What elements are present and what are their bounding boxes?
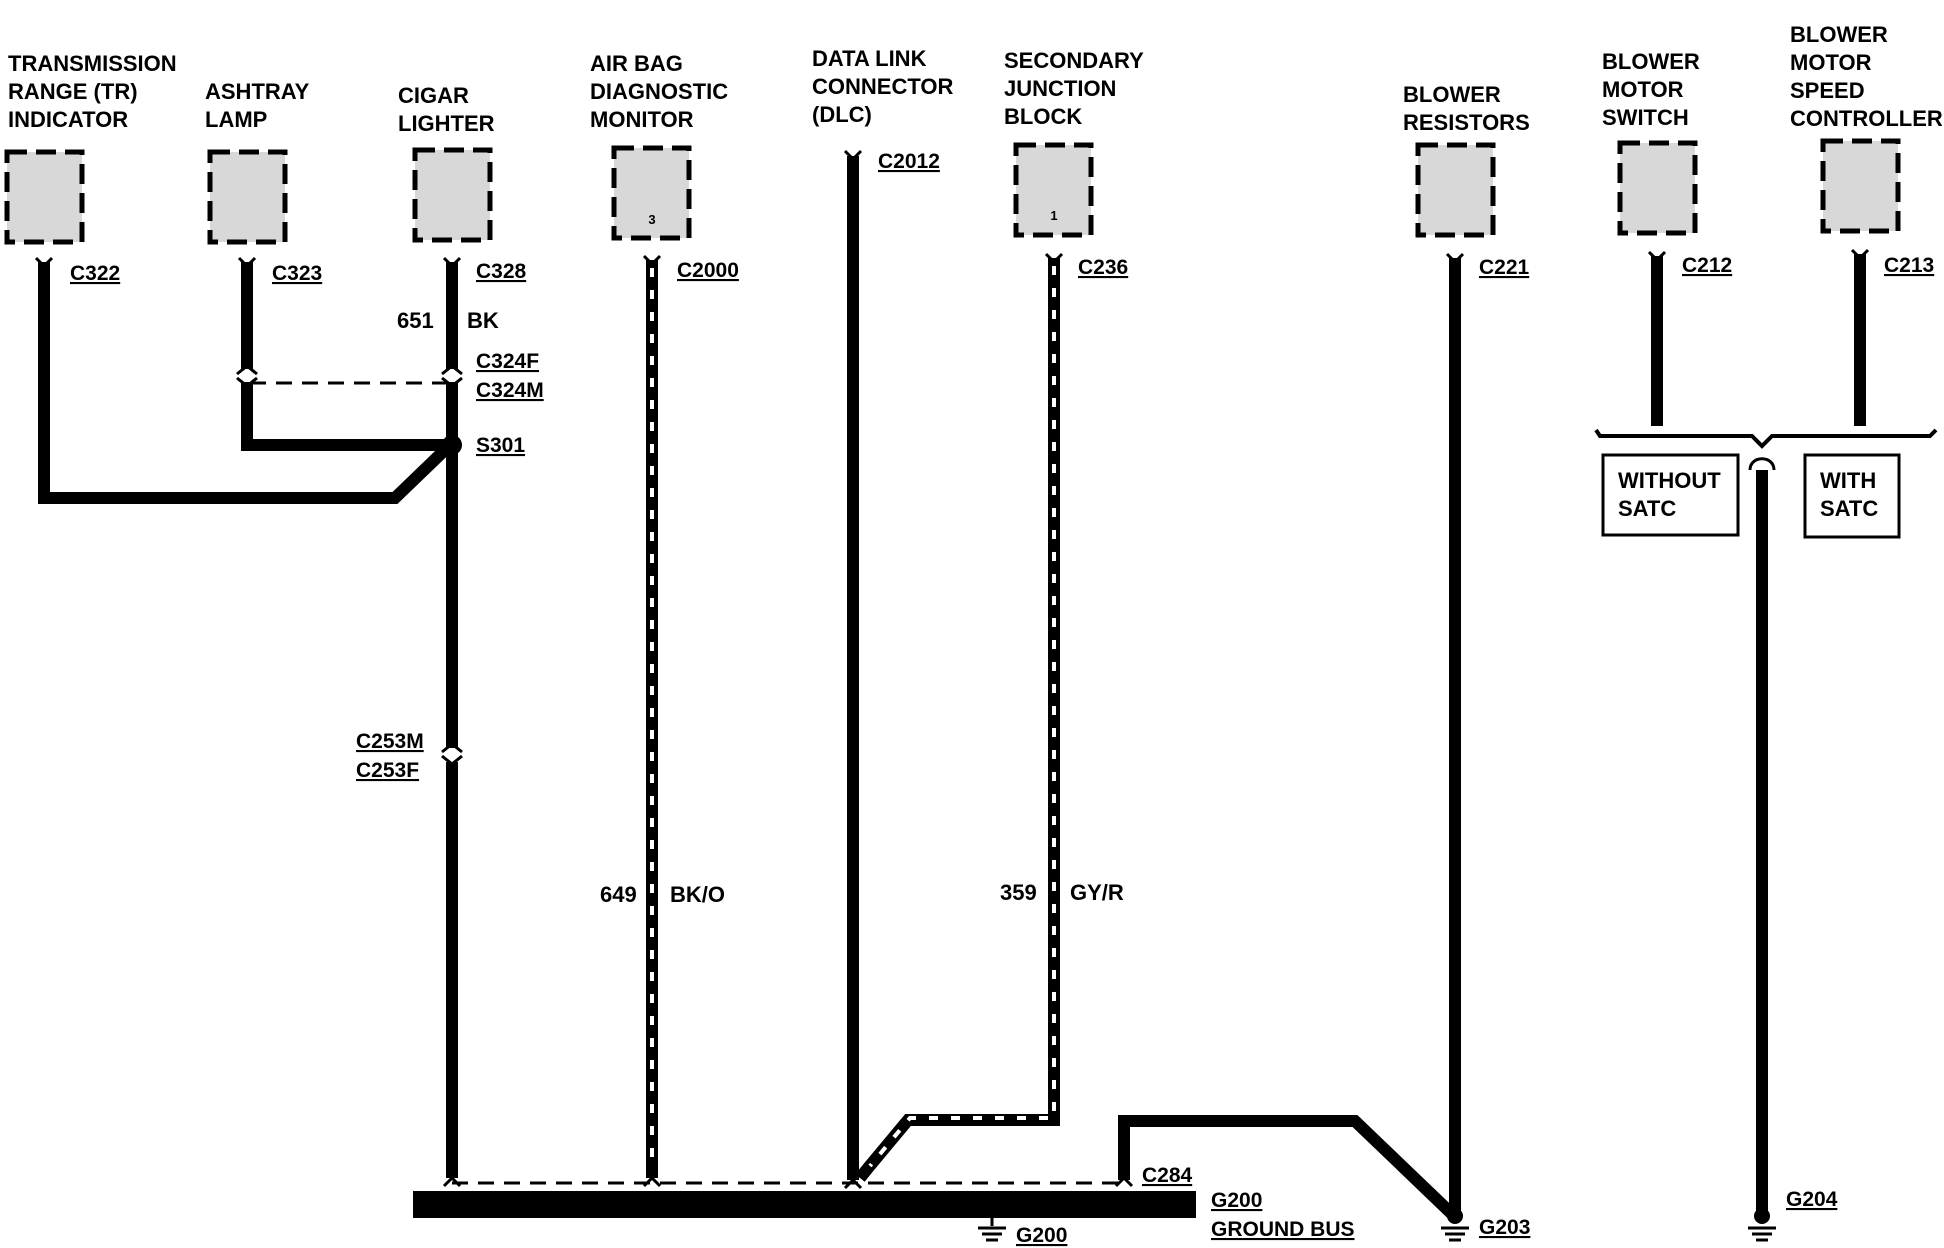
without-satc-line1: WITHOUT bbox=[1618, 468, 1721, 493]
wire-ashtray-lower bbox=[241, 382, 450, 451]
svg-text:CIGAR: CIGAR bbox=[398, 83, 469, 108]
with-satc-line1: WITH bbox=[1820, 468, 1876, 493]
satc-bracket bbox=[1594, 428, 1938, 449]
wire-junction-stripe bbox=[868, 266, 1056, 1168]
c253-connector-mark bbox=[441, 742, 463, 766]
connector-c221: C221 bbox=[1479, 256, 1530, 279]
ground-bus-bar bbox=[413, 1191, 1196, 1218]
svg-text:INDICATOR: INDICATOR bbox=[8, 107, 128, 132]
svg-text:ASHTRAY: ASHTRAY bbox=[205, 79, 310, 104]
g204-jumper bbox=[1748, 457, 1776, 471]
blower-motor-switch-label: BLOWER MOTOR SWITCH bbox=[1602, 49, 1700, 130]
s301-splice bbox=[442, 435, 462, 455]
svg-text:MOTOR: MOTOR bbox=[1602, 77, 1684, 102]
wire-c284 bbox=[1118, 1115, 1458, 1220]
svg-text:(DLC): (DLC) bbox=[812, 102, 872, 127]
connector-c253m: C253M bbox=[356, 730, 424, 753]
air-bag-pin-number: 3 bbox=[648, 212, 655, 227]
blower-motor-switch-component bbox=[1617, 140, 1698, 236]
tr-indicator-label: TRANSMISSION RANGE (TR) INDICATOR bbox=[8, 51, 177, 132]
svg-text:AIR BAG: AIR BAG bbox=[590, 51, 683, 76]
air-bag-monitor-label: AIR BAG DIAGNOSTIC MONITOR bbox=[590, 51, 728, 132]
connector-c253f: C253F bbox=[356, 759, 419, 782]
svg-text:RANGE (TR): RANGE (TR) bbox=[8, 79, 138, 104]
bus-connection-forks bbox=[442, 1175, 1134, 1190]
connector-fork-marks bbox=[34, 149, 1870, 269]
svg-text:BLOCK: BLOCK bbox=[1004, 104, 1082, 129]
cigar-lighter-label: CIGAR LIGHTER bbox=[398, 83, 495, 136]
svg-text:SECONDARY: SECONDARY bbox=[1004, 48, 1144, 73]
secondary-junction-block-component bbox=[1013, 142, 1094, 238]
svg-text:MONITOR: MONITOR bbox=[590, 107, 694, 132]
connector-c324m: C324M bbox=[476, 379, 544, 402]
ashtray-lamp-label: ASHTRAY LAMP bbox=[205, 79, 310, 132]
svg-text:DATA LINK: DATA LINK bbox=[812, 46, 927, 71]
ground-bus-label-line1: G200 bbox=[1211, 1189, 1262, 1212]
blower-motor-speed-controller-component bbox=[1820, 138, 1901, 234]
with-satc-line2: SATC bbox=[1820, 496, 1878, 521]
ground-bus-label-line2: GROUND BUS bbox=[1211, 1218, 1355, 1241]
wire-cigar-color: BK bbox=[467, 308, 499, 333]
svg-text:SWITCH: SWITCH bbox=[1602, 105, 1689, 130]
connector-c324f: C324F bbox=[476, 350, 539, 373]
svg-text:BLOWER: BLOWER bbox=[1403, 82, 1501, 107]
svg-text:LIGHTER: LIGHTER bbox=[398, 111, 495, 136]
tr-indicator-component bbox=[4, 149, 85, 245]
svg-text:BLOWER: BLOWER bbox=[1790, 22, 1888, 47]
connector-c236: C236 bbox=[1078, 256, 1128, 279]
svg-text:RESISTORS: RESISTORS bbox=[1403, 110, 1530, 135]
junction-pin-number: 1 bbox=[1050, 208, 1057, 223]
connector-c2000: C2000 bbox=[677, 259, 739, 282]
wire-tr-indicator bbox=[38, 262, 455, 504]
wire-air-bag-color: BK/O bbox=[670, 882, 725, 907]
ground-g203-label: G203 bbox=[1479, 1216, 1530, 1239]
connector-c213: C213 bbox=[1884, 254, 1934, 277]
without-satc-box bbox=[1601, 453, 1740, 537]
connector-c328: C328 bbox=[476, 260, 527, 283]
secondary-junction-block-label: SECONDARY JUNCTION BLOCK bbox=[1004, 48, 1144, 129]
connector-c212: C212 bbox=[1682, 254, 1732, 277]
g203-ground-icon bbox=[1441, 1208, 1469, 1242]
svg-text:CONTROLLER: CONTROLLER bbox=[1790, 106, 1943, 131]
connector-c322: C322 bbox=[70, 262, 120, 285]
g200-ground-icon bbox=[978, 1218, 1006, 1242]
connector-c2012: C2012 bbox=[878, 150, 940, 173]
ground-g200-label: G200 bbox=[1016, 1224, 1067, 1247]
connector-c323: C323 bbox=[272, 262, 322, 285]
wire-junction bbox=[855, 258, 1060, 1182]
ground-g204-label: G204 bbox=[1786, 1188, 1838, 1211]
wire-junction-color: GY/R bbox=[1070, 880, 1124, 905]
with-satc-box bbox=[1803, 453, 1901, 539]
svg-text:CONNECTOR: CONNECTOR bbox=[812, 74, 953, 99]
svg-text:SPEED: SPEED bbox=[1790, 78, 1865, 103]
svg-text:JUNCTION: JUNCTION bbox=[1004, 76, 1116, 101]
wire-junction-circuit: 359 bbox=[1000, 880, 1037, 905]
svg-text:BLOWER: BLOWER bbox=[1602, 49, 1700, 74]
connector-c284: C284 bbox=[1142, 1164, 1193, 1187]
svg-text:LAMP: LAMP bbox=[205, 107, 267, 132]
data-link-connector-label: DATA LINK CONNECTOR (DLC) bbox=[812, 46, 953, 127]
wire-air-bag-circuit: 649 bbox=[600, 882, 637, 907]
without-satc-line2: SATC bbox=[1618, 496, 1676, 521]
air-bag-monitor-component bbox=[611, 145, 692, 241]
g204-ground-icon bbox=[1748, 1208, 1776, 1242]
c324-connector-marks bbox=[236, 364, 463, 388]
blower-resistors-component bbox=[1415, 142, 1496, 238]
blower-resistors-label: BLOWER RESISTORS bbox=[1403, 82, 1530, 135]
cigar-lighter-component bbox=[412, 147, 493, 243]
svg-text:TRANSMISSION: TRANSMISSION bbox=[8, 51, 177, 76]
svg-text:DIAGNOSTIC: DIAGNOSTIC bbox=[590, 79, 728, 104]
svg-text:MOTOR: MOTOR bbox=[1790, 50, 1872, 75]
blower-motor-speed-controller-label: BLOWER MOTOR SPEED CONTROLLER bbox=[1790, 22, 1943, 131]
wire-cigar-circuit: 651 bbox=[397, 308, 434, 333]
splice-s301: S301 bbox=[476, 434, 525, 457]
ashtray-lamp-component bbox=[207, 149, 288, 245]
